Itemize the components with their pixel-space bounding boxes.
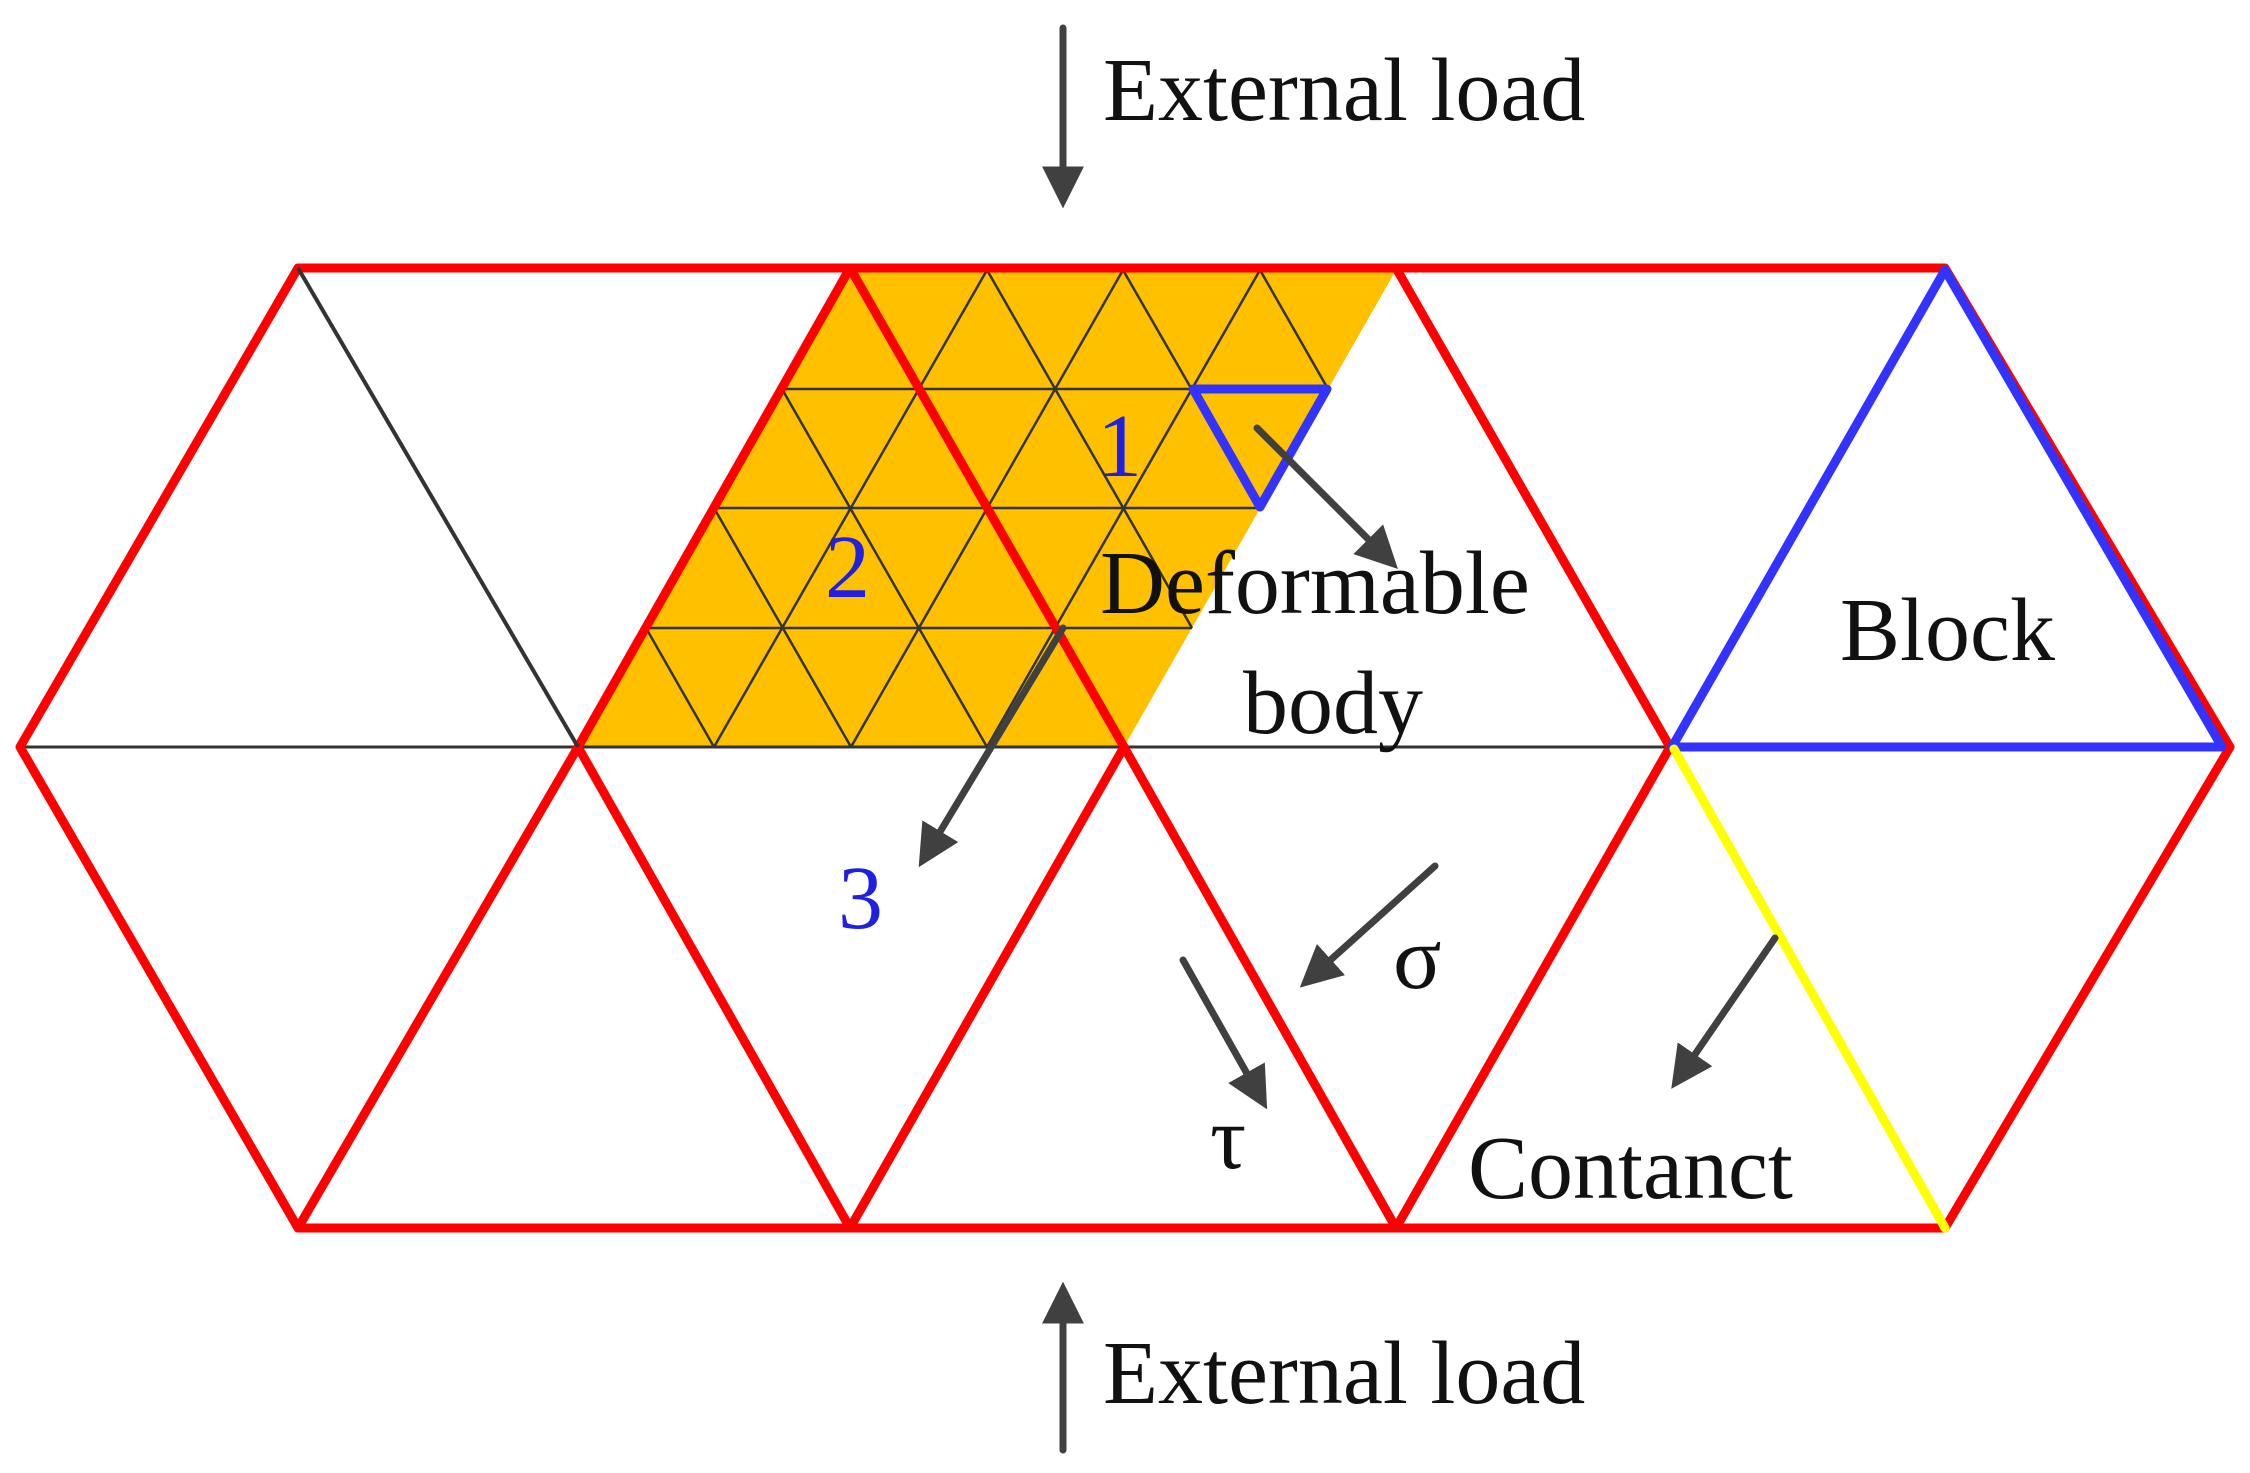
external-load-bottom-label: External load [1103, 1324, 1585, 1423]
left-diagonal [296, 266, 580, 749]
block-label: Block [1840, 581, 2055, 680]
contact-arrow [1671, 934, 1779, 1089]
contact-label: Contanct [1468, 1119, 1793, 1218]
highlighted-block [1667, 265, 2227, 752]
element-arrow [1253, 424, 1398, 569]
sigma-label: σ [1393, 909, 1442, 1008]
sigma-arrow [1299, 862, 1439, 988]
contact-edge [1669, 744, 1950, 1233]
external-load-top-label: External load [1103, 41, 1585, 140]
arrows [918, 24, 1779, 1454]
tau-arrow [1179, 956, 1268, 1110]
element-number-2: 2 [825, 518, 870, 617]
tau-label: τ [1210, 1089, 1246, 1188]
element-number-3: 3 [838, 849, 883, 948]
element-number-1: 1 [1097, 397, 1142, 496]
deformable-body-label-line1: Deformable [1100, 534, 1530, 633]
highlighted-element [1188, 384, 1332, 512]
block-number-arrow [918, 624, 1067, 868]
deformable-body-label-line2: body [1243, 654, 1423, 753]
